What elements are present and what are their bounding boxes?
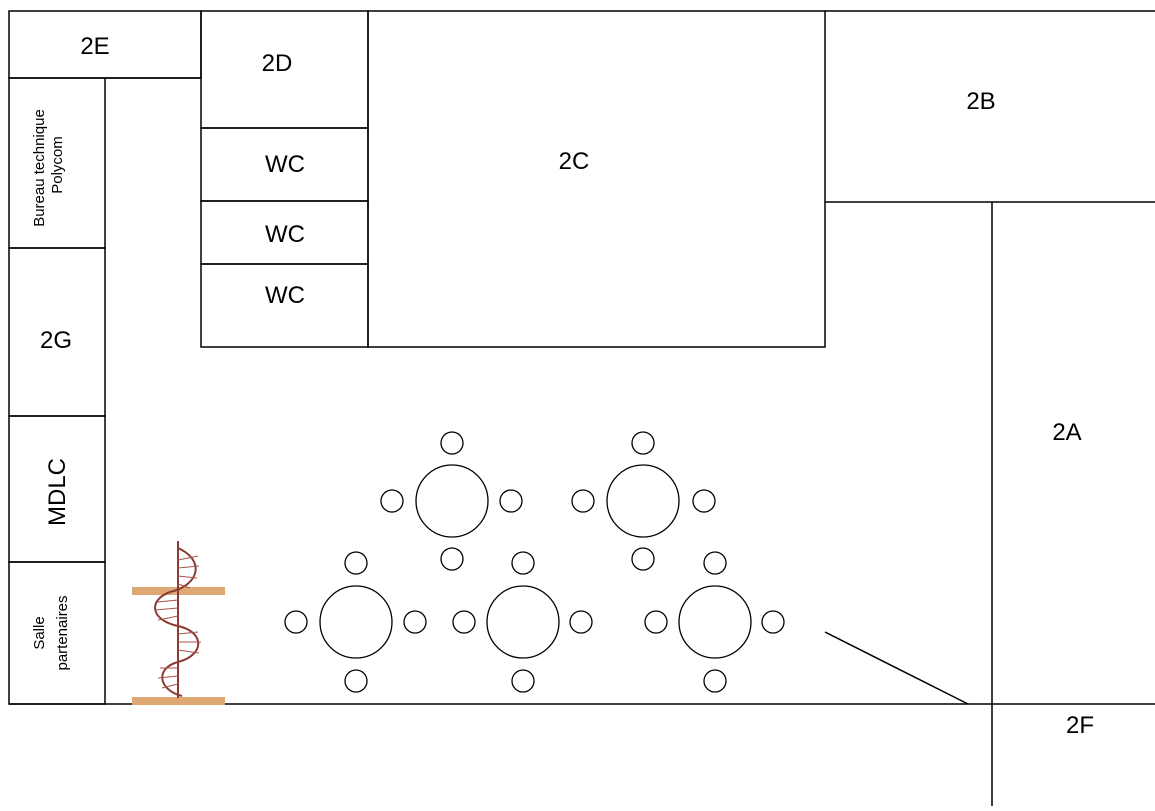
label-2g: 2G: [40, 327, 72, 354]
round-table: [319, 585, 393, 659]
label-wc1: WC: [265, 151, 305, 178]
label-2c: 2C: [559, 148, 590, 175]
chair: [511, 669, 535, 693]
room-labels: 2E 2D WC WC WC 2C 2B Bureau technique Po…: [31, 33, 1094, 739]
label-bureau-line2: Polycom: [49, 136, 66, 194]
chair: [703, 669, 727, 693]
table-group: [380, 431, 523, 571]
label-2b: 2B: [966, 88, 995, 115]
chair: [571, 489, 595, 513]
stair-steps: [154, 555, 201, 689]
label-mdlc: MDLC: [44, 458, 71, 526]
label-2d: 2D: [262, 50, 293, 77]
stair-bottom-landing: [132, 697, 225, 705]
table-group: [644, 551, 785, 693]
chair: [499, 489, 523, 513]
chair: [344, 551, 368, 575]
label-wc2: WC: [265, 221, 305, 248]
chair: [631, 431, 655, 455]
chair: [440, 547, 464, 571]
round-table: [415, 464, 489, 538]
door-swing-line: [824, 631, 969, 705]
chair: [511, 551, 535, 575]
chair: [403, 610, 427, 634]
chair: [761, 610, 785, 634]
chair: [344, 669, 368, 693]
table-group: [571, 431, 716, 571]
label-wc3: WC: [265, 282, 305, 309]
chair: [703, 551, 727, 575]
chair: [452, 610, 476, 634]
label-2a: 2A: [1052, 419, 1081, 446]
dining-area: [284, 431, 785, 693]
stair-handrail: [154, 547, 200, 697]
spiral-staircase-icon: [132, 541, 225, 705]
round-table: [678, 585, 752, 659]
chair: [631, 547, 655, 571]
chair: [380, 489, 404, 513]
walls: [8, 10, 1155, 806]
chair: [692, 489, 716, 513]
chair: [284, 610, 308, 634]
table-group: [284, 551, 427, 693]
label-2f: 2F: [1066, 712, 1094, 739]
table-group: [452, 551, 593, 693]
chair: [644, 610, 668, 634]
label-salle-line2: partenaires: [54, 595, 71, 670]
round-table: [606, 464, 680, 538]
label-bureau-line1: Bureau technique: [31, 109, 48, 227]
chair: [440, 431, 464, 455]
label-2e: 2E: [80, 33, 109, 60]
label-salle-line1: Salle: [31, 616, 48, 649]
chair: [569, 610, 593, 634]
round-table: [486, 585, 560, 659]
room-2c-outline: [367, 10, 826, 348]
